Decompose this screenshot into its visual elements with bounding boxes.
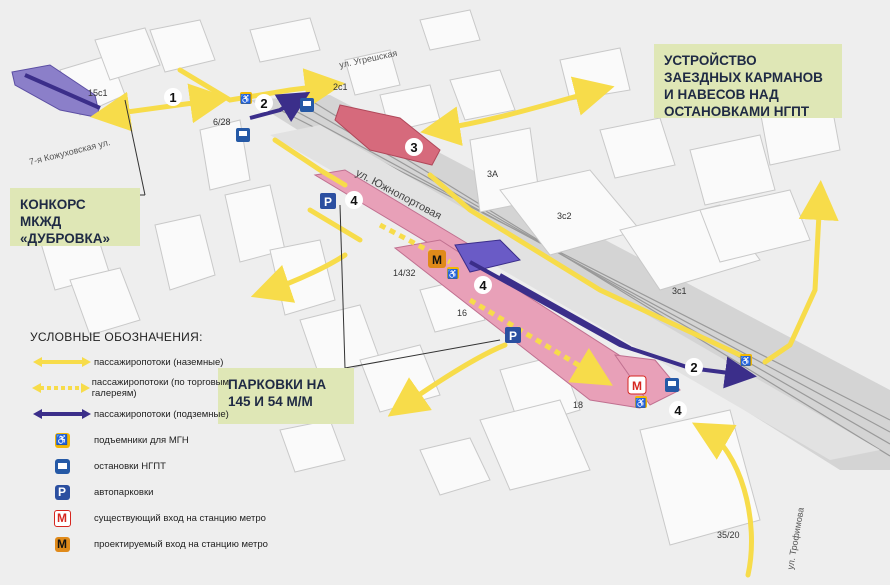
wheelchair-icon: ♿	[240, 92, 252, 104]
marker-4-east: 4	[669, 401, 687, 419]
wheelchair-icon: ♿	[54, 432, 70, 448]
legend-label: пассажиропотоки (наземные)	[94, 356, 224, 368]
wheelchair-icon: ♿	[447, 267, 459, 279]
building-label: 16	[457, 308, 467, 318]
legend-label: пассажиропотоки (по торговым галереям)	[91, 377, 230, 399]
legend-item-ground-flow: пассажиропотоки (наземные)	[30, 350, 270, 374]
marker-4-west: 4	[345, 191, 363, 209]
underground-flows	[24, 73, 757, 389]
buildings	[39, 9, 841, 546]
building-label: 3А	[487, 169, 498, 179]
legend-item-gallery-flow: пассажиропотоки (по торговым галереям)	[30, 376, 270, 400]
svg-text:P: P	[509, 329, 517, 343]
marker-label: 4	[674, 403, 682, 418]
marker-label: 2	[690, 360, 697, 375]
legend-label: пассажиропотоки (подземные)	[94, 408, 229, 420]
ground-flow-arrow-icon	[30, 357, 94, 367]
legend-item-bus-stop: остановки НГПТ	[30, 454, 270, 478]
building-label: 6/28	[213, 117, 231, 127]
building-label: 35/20	[717, 530, 740, 540]
parking-icon: P	[320, 193, 336, 209]
gallery-flows	[378, 222, 613, 386]
svg-text:M: M	[632, 379, 642, 393]
callout-parkings: ПАРКОВКИ НА 145 И 54 М/М	[218, 368, 354, 424]
marker-3: 3	[405, 138, 423, 156]
legend-title: УСЛОВНЫЕ ОБОЗНАЧЕНИЯ:	[30, 330, 203, 344]
marker-2-south: 2	[685, 358, 703, 376]
legend-label: автопарковки	[94, 486, 154, 498]
metro-existing-icon: M	[627, 375, 647, 395]
svg-text:♿: ♿	[740, 355, 751, 366]
legend-label: остановки НГПТ	[94, 460, 166, 472]
marker-label: 4	[350, 193, 358, 208]
svg-text:♿: ♿	[240, 93, 251, 104]
marker-4-center: 4	[474, 276, 492, 294]
building-label: 18	[573, 400, 583, 410]
legend-label: проектируемый вход на станцию метро	[94, 538, 268, 550]
building-label: 2с1	[333, 82, 348, 92]
marker-1: 1	[164, 88, 182, 106]
building-label: 3с1	[672, 286, 687, 296]
numbered-markers: 1 2 2 3 4 4 4	[164, 88, 703, 419]
building-labels: 15с1 2с1 6/28 3А 3с2 3с1 14/32 16 18 35/…	[88, 82, 740, 540]
legend-item-metro-projected: M проектируемый вход на станцию метро	[30, 532, 270, 556]
marker-label: 1	[169, 90, 176, 105]
building-label: 3с2	[557, 211, 572, 221]
wheelchair-icon: ♿	[740, 354, 752, 366]
parking-icon: P	[54, 484, 70, 500]
svg-text:♿: ♿	[447, 268, 458, 279]
building-label: 14/32	[393, 268, 416, 278]
parking-icon: P	[505, 327, 521, 343]
gallery-flow-arrow-icon	[30, 383, 92, 393]
marker-label: 3	[410, 140, 417, 155]
metro-projected-icon: M	[428, 250, 446, 268]
metro-projected-icon: M	[54, 536, 70, 552]
marker-label: 4	[479, 278, 487, 293]
building-label: 15с1	[88, 88, 108, 98]
map-icons: ♿ P P M ♿ M ♿ ♿	[236, 92, 752, 408]
legend-label: подъемники для МГН	[94, 434, 189, 446]
marker-2-north: 2	[255, 94, 273, 112]
bus-icon	[300, 98, 314, 112]
legend-item-underground-flow: пассажиропотоки (подземные)	[30, 402, 270, 426]
callout-concourse: КОНКОРС МКЖД «ДУБРОВКА»	[10, 188, 140, 246]
svg-text:M: M	[432, 253, 442, 267]
wheelchair-icon: ♿	[635, 396, 647, 408]
legend-item-mgn-lift: ♿ подъемники для МГН	[30, 428, 270, 452]
svg-text:P: P	[324, 195, 332, 209]
legend-label: существующий вход на станцию метро	[94, 512, 266, 524]
metro-existing-icon: M	[53, 509, 71, 527]
legend-item-parking: P автопарковки	[30, 480, 270, 504]
callout-stop-pockets: УСТРОЙСТВО ЗАЕЗДНЫХ КАРМАНОВ И НАВЕСОВ Н…	[654, 44, 842, 119]
bus-icon	[54, 458, 70, 474]
bus-icon	[236, 128, 250, 142]
bus-icon	[665, 378, 679, 392]
underground-flow-arrow-icon	[30, 409, 94, 419]
svg-text:♿: ♿	[635, 397, 646, 408]
legend-item-metro-existing: M существующий вход на станцию метро	[30, 506, 270, 530]
marker-label: 2	[260, 96, 267, 111]
legend: УСЛОВНЫЕ ОБОЗНАЧЕНИЯ: пассажиропотоки (н…	[30, 330, 270, 558]
